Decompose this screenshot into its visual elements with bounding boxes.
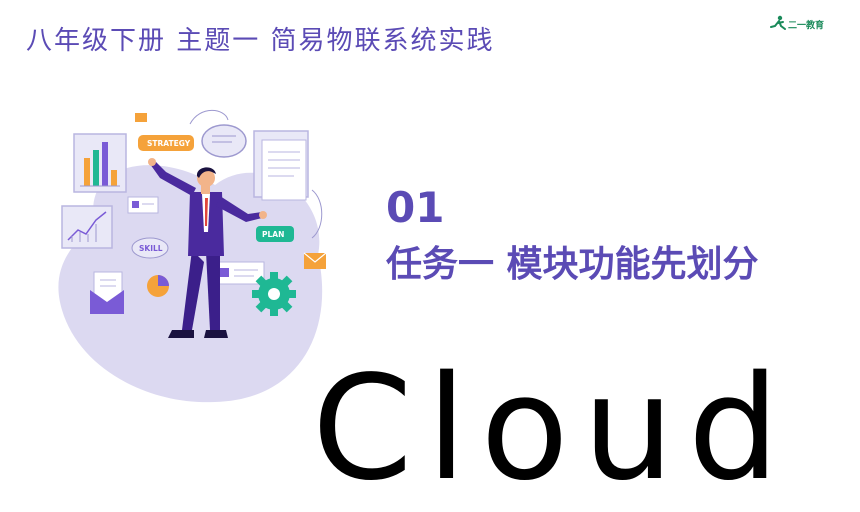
line-chart-card-icon bbox=[61, 205, 113, 249]
business-illustration: STRATEGY SKILL PLAN bbox=[58, 109, 327, 403]
gear-icon bbox=[252, 272, 296, 316]
speech-bubble-icon bbox=[201, 124, 247, 158]
businessman-figure bbox=[148, 158, 267, 338]
envelope-icon bbox=[90, 271, 124, 314]
logo-text: 二一教育 bbox=[788, 21, 825, 31]
skill-tag-label: SKILL bbox=[139, 244, 163, 253]
plan-tag-label: PLAN bbox=[262, 230, 284, 239]
brand-logo: 二一教育 bbox=[768, 14, 830, 36]
page-title: 八年级下册 主题一 简易物联系统实践 bbox=[26, 26, 495, 56]
watermark-text: Cloud bbox=[312, 344, 794, 512]
strategy-tag-label: STRATEGY bbox=[147, 139, 191, 148]
bar-chart-card-icon bbox=[73, 133, 127, 193]
skill-tag: SKILL bbox=[131, 237, 169, 259]
plan-tag: PLAN bbox=[256, 226, 294, 242]
section-title: 任务一 模块功能先划分 bbox=[386, 244, 759, 285]
envelope-orange-icon bbox=[303, 252, 327, 269]
connector-arrow bbox=[311, 189, 323, 239]
runner-icon bbox=[770, 15, 786, 30]
document-card-icon bbox=[253, 130, 309, 201]
small-envelope-icon bbox=[135, 113, 147, 122]
section-number: 01 bbox=[386, 183, 445, 232]
pie-chart-icon bbox=[147, 275, 169, 297]
strategy-tag: STRATEGY bbox=[138, 135, 194, 151]
connector-arrow bbox=[189, 109, 229, 125]
checklist-card-icon bbox=[127, 196, 159, 214]
